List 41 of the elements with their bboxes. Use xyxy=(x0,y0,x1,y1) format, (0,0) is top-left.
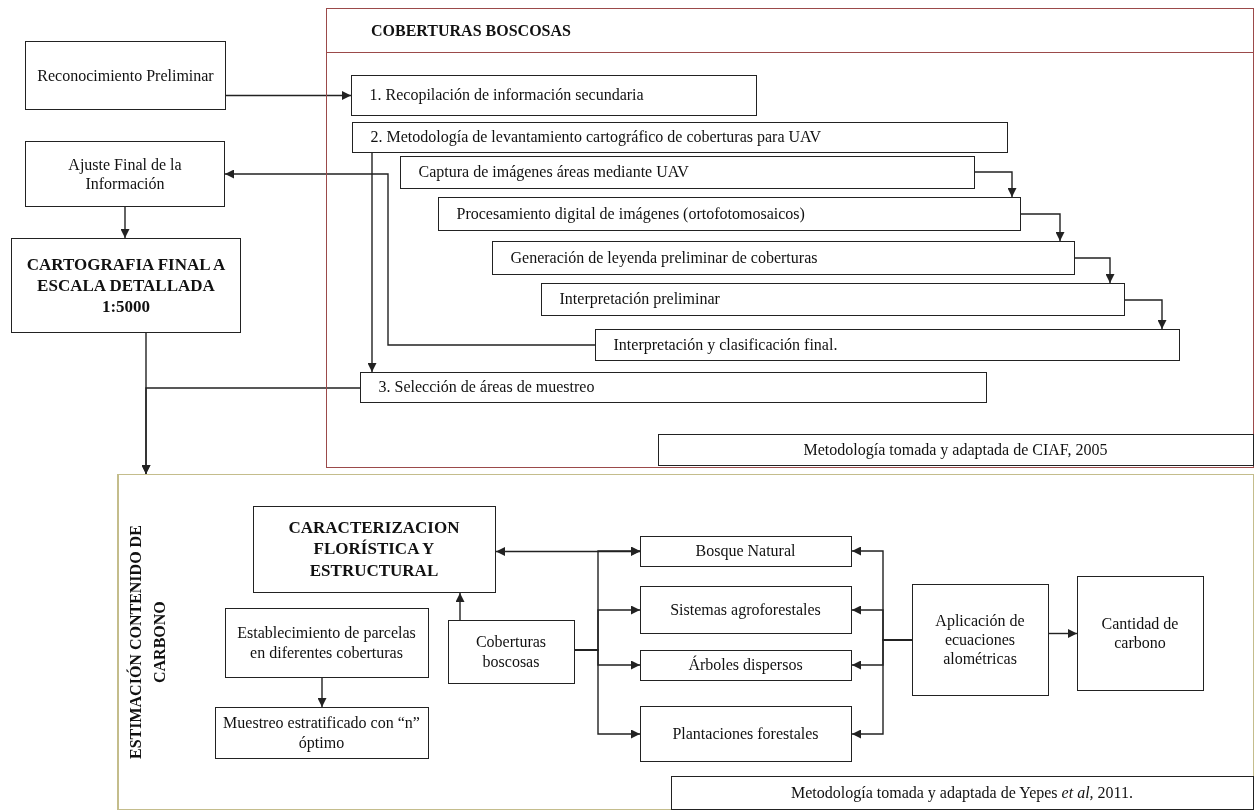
arrow xyxy=(120,206,130,239)
process-box: Cantidad de carbono xyxy=(1076,575,1204,691)
process-box: Árboles dispersos xyxy=(639,649,852,681)
process-box: Captura de imágenes áreas mediante UAV xyxy=(399,155,975,189)
arrow xyxy=(367,152,377,373)
panel-title: COBERTURAS BOSCOSAS xyxy=(327,9,1253,53)
section-panel xyxy=(326,8,1254,468)
process-box: Plantaciones forestales xyxy=(639,705,852,762)
arrow xyxy=(1048,629,1078,638)
process-box: Aplicación de ecuaciones alométricas xyxy=(911,583,1049,696)
process-box: Bosque Natural xyxy=(639,535,852,567)
arrow xyxy=(224,169,596,346)
process-box: Establecimiento de parcelas en diferentes coberturas xyxy=(224,607,429,678)
process-box: Metodología tomada y adaptada de CIAF, 2005 xyxy=(657,433,1254,466)
arrow xyxy=(141,387,361,475)
arrow xyxy=(1020,213,1065,242)
arrow xyxy=(225,91,352,100)
process-box: Muestreo estratificado con “n” óptimo xyxy=(214,706,429,759)
process-box: Reconocimiento Preliminar xyxy=(25,41,226,110)
panel-title: ESTIMACIÓN CONTENIDO DE CARBONO xyxy=(118,475,176,809)
process-box: Metodología tomada y adaptada de Yepes et al, 2011. xyxy=(670,775,1254,810)
arrow xyxy=(495,547,641,556)
arrow xyxy=(317,677,327,708)
process-box: Interpretación preliminar xyxy=(540,282,1125,316)
process-box: Coberturas boscosas xyxy=(447,619,575,684)
arrow xyxy=(851,639,913,739)
section-panel xyxy=(117,474,1254,810)
arrow xyxy=(1124,299,1167,330)
process-box: Ajuste Final de la Información xyxy=(25,141,225,207)
process-box: Procesamiento digital de imágenes (ortofotomosaicos) xyxy=(437,196,1021,231)
process-box: 1. Recopilación de información secundaria xyxy=(350,74,757,116)
process-box: Generación de leyenda preliminar de coberturas xyxy=(491,240,1075,275)
process-box: 3. Selección de áreas de muestreo xyxy=(359,371,987,403)
process-box: CARTOGRAFIA FINAL A ESCALA DETALLADA 1:5000 xyxy=(11,238,241,333)
process-box: 2. Metodología de levantamiento cartográfico de coberturas para UAV xyxy=(351,121,1008,153)
process-box: Interpretación y clasificación final. xyxy=(594,328,1180,361)
process-box: CARACTERIZACION FLORÍSTICA Y ESTRUCTURAL xyxy=(252,505,496,593)
arrow xyxy=(974,171,1017,198)
arrow xyxy=(455,592,465,621)
arrow xyxy=(1074,257,1115,284)
process-box: Sistemas agroforestales xyxy=(639,585,852,634)
